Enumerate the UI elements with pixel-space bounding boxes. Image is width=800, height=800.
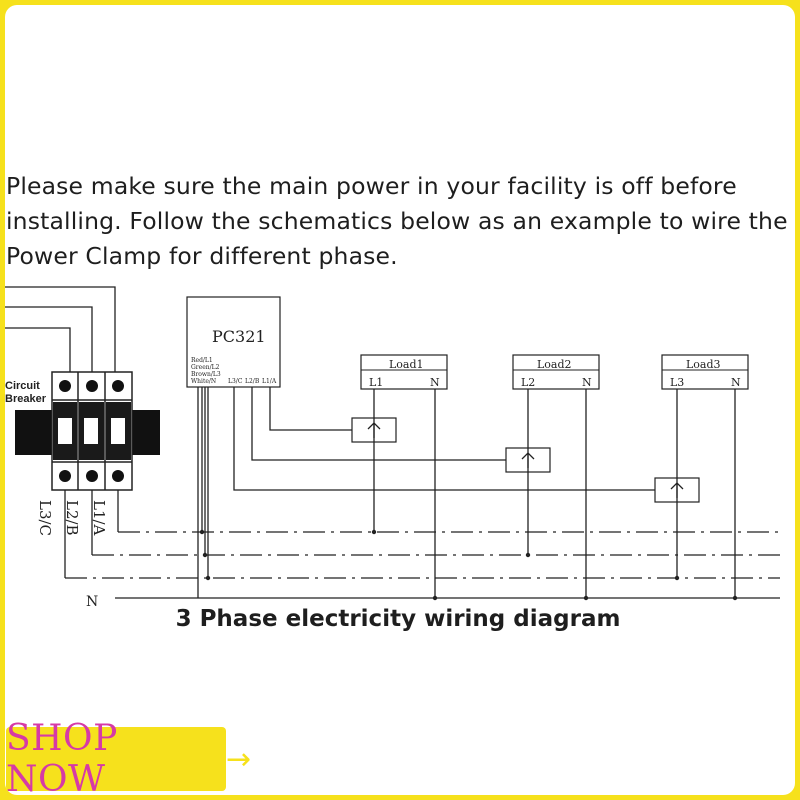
load-line-1: L1 [369, 376, 383, 389]
arrow-right-icon: → [226, 742, 252, 777]
supply-wire-l1 [5, 286, 116, 372]
shop-now-label: SHOP NOW [6, 718, 118, 800]
instruction-text: Please make sure the main power in your … [6, 172, 788, 270]
wire-color-white: White/N [191, 378, 216, 385]
supply-wire-l3 [5, 327, 71, 372]
clamp-wire-3 [233, 387, 655, 491]
phase-label-l3: L3/C [36, 500, 54, 536]
load-line-2: L2 [521, 376, 535, 389]
load-box-1 [360, 354, 448, 390]
load-name-1: Load1 [389, 358, 424, 371]
load-name-2: Load2 [537, 358, 572, 371]
terminal-l1: L1/A [262, 378, 277, 385]
meter-label: PC321 [212, 327, 266, 346]
wire-color-red: Red/L1 [191, 357, 213, 364]
meter-box [186, 296, 281, 388]
breaker-label-line2: Breaker [5, 393, 47, 405]
diagram-caption-text: 3 Phase electricity wiring diagram [175, 606, 621, 632]
load-neutral-2: N [582, 376, 592, 389]
terminal-l3: L3/C [228, 378, 243, 385]
load-line-3: L3 [670, 376, 684, 389]
load-neutral-3: N [731, 376, 741, 389]
supply-wire-l2 [5, 306, 93, 372]
circuit-breaker [15, 371, 160, 491]
neutral-label: N [86, 594, 98, 610]
load-box-3 [661, 354, 749, 390]
load-name-3: Load3 [686, 358, 721, 371]
clamp-wire-2 [251, 387, 506, 461]
content-card: Please make sure the main power in your … [5, 5, 795, 795]
wire-color-green: Green/L2 [191, 364, 220, 371]
clamp-wire-1 [269, 387, 352, 431]
wire-color-brown: Brown/L3 [191, 371, 221, 378]
load-box-2 [512, 354, 600, 390]
phase-label-l1: L1/A [90, 500, 108, 536]
shop-now-button[interactable]: SHOP NOW [6, 718, 226, 800]
load-neutral-1: N [430, 376, 440, 389]
phase-label-l2: L2/B [63, 500, 81, 536]
diagram-caption: 3 Phase electricity wiring diagram [0, 606, 800, 632]
terminal-l2: L2/B [245, 378, 260, 385]
breaker-label-line1: Circuit [5, 380, 40, 392]
